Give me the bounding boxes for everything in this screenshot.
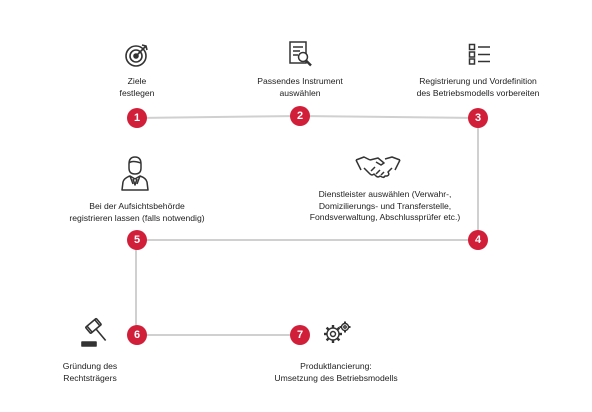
step-3-label: Registrierung und Vordefinition des Betr… bbox=[417, 76, 540, 99]
step-7-label: Produktlancierung: Umsetzung des Betrieb… bbox=[274, 361, 397, 384]
handshake-icon bbox=[355, 154, 401, 180]
step-1-label-line-2: festlegen bbox=[119, 87, 155, 98]
checklist-icon bbox=[468, 43, 492, 65]
step-2-label-line-1: Passendes Instrument bbox=[257, 76, 343, 86]
step-3-node: 3 bbox=[468, 108, 488, 128]
gears-icon bbox=[320, 319, 354, 353]
step-1-label-line-1: Ziele bbox=[127, 76, 147, 86]
target-icon bbox=[124, 42, 150, 68]
step-3-label-line-2: des Betriebsmodells vorbereiten bbox=[416, 87, 540, 98]
step-4-label-line-3: Fondsverwaltung, Abschlussprüfer etc.) bbox=[309, 212, 461, 222]
step-2-node: 2 bbox=[290, 106, 310, 126]
businessman-icon bbox=[120, 155, 150, 191]
step-4-label: Dienstleister auswählen (Verwahr-, Domiz… bbox=[310, 189, 460, 224]
step-4-label-line-1: Dienstleister auswählen (Verwahr-, bbox=[318, 189, 452, 199]
step-7-node: 7 bbox=[290, 325, 310, 345]
step-6-label-line-1: Gründung des bbox=[62, 361, 118, 371]
step-5-label-line-1: Bei der Aufsichtsbehörde bbox=[89, 201, 185, 211]
gavel-icon bbox=[80, 317, 112, 349]
step-7-label-line-1: Produktlancierung: bbox=[300, 361, 372, 371]
step-7-label-line-2: Umsetzung des Betriebsmodells bbox=[274, 372, 398, 383]
step-5-label-line-2: registrieren lassen (falls notwendig) bbox=[69, 212, 205, 223]
step-6-label: Gründung des Rechtsträgers bbox=[63, 361, 117, 384]
step-1-label: Ziele festlegen bbox=[120, 76, 155, 99]
step-5-node: 5 bbox=[127, 230, 147, 250]
step-1-node: 1 bbox=[127, 108, 147, 128]
step-6-label-line-2: Rechtsträgers bbox=[63, 372, 117, 383]
step-5-label: Bei der Aufsichtsbehörde registrieren la… bbox=[69, 201, 204, 224]
step-4-node: 4 bbox=[468, 230, 488, 250]
document-search-icon bbox=[288, 40, 314, 68]
step-3-label-line-1: Registrierung und Vordefinition bbox=[419, 76, 537, 86]
step-2-label: Passendes Instrument auswählen bbox=[257, 76, 343, 99]
step-6-node: 6 bbox=[127, 325, 147, 345]
connector-line bbox=[135, 114, 479, 336]
step-2-label-line-2: auswählen bbox=[279, 87, 321, 98]
step-4-label-line-2: Domizilierungs- und Transferstelle, bbox=[318, 200, 452, 211]
